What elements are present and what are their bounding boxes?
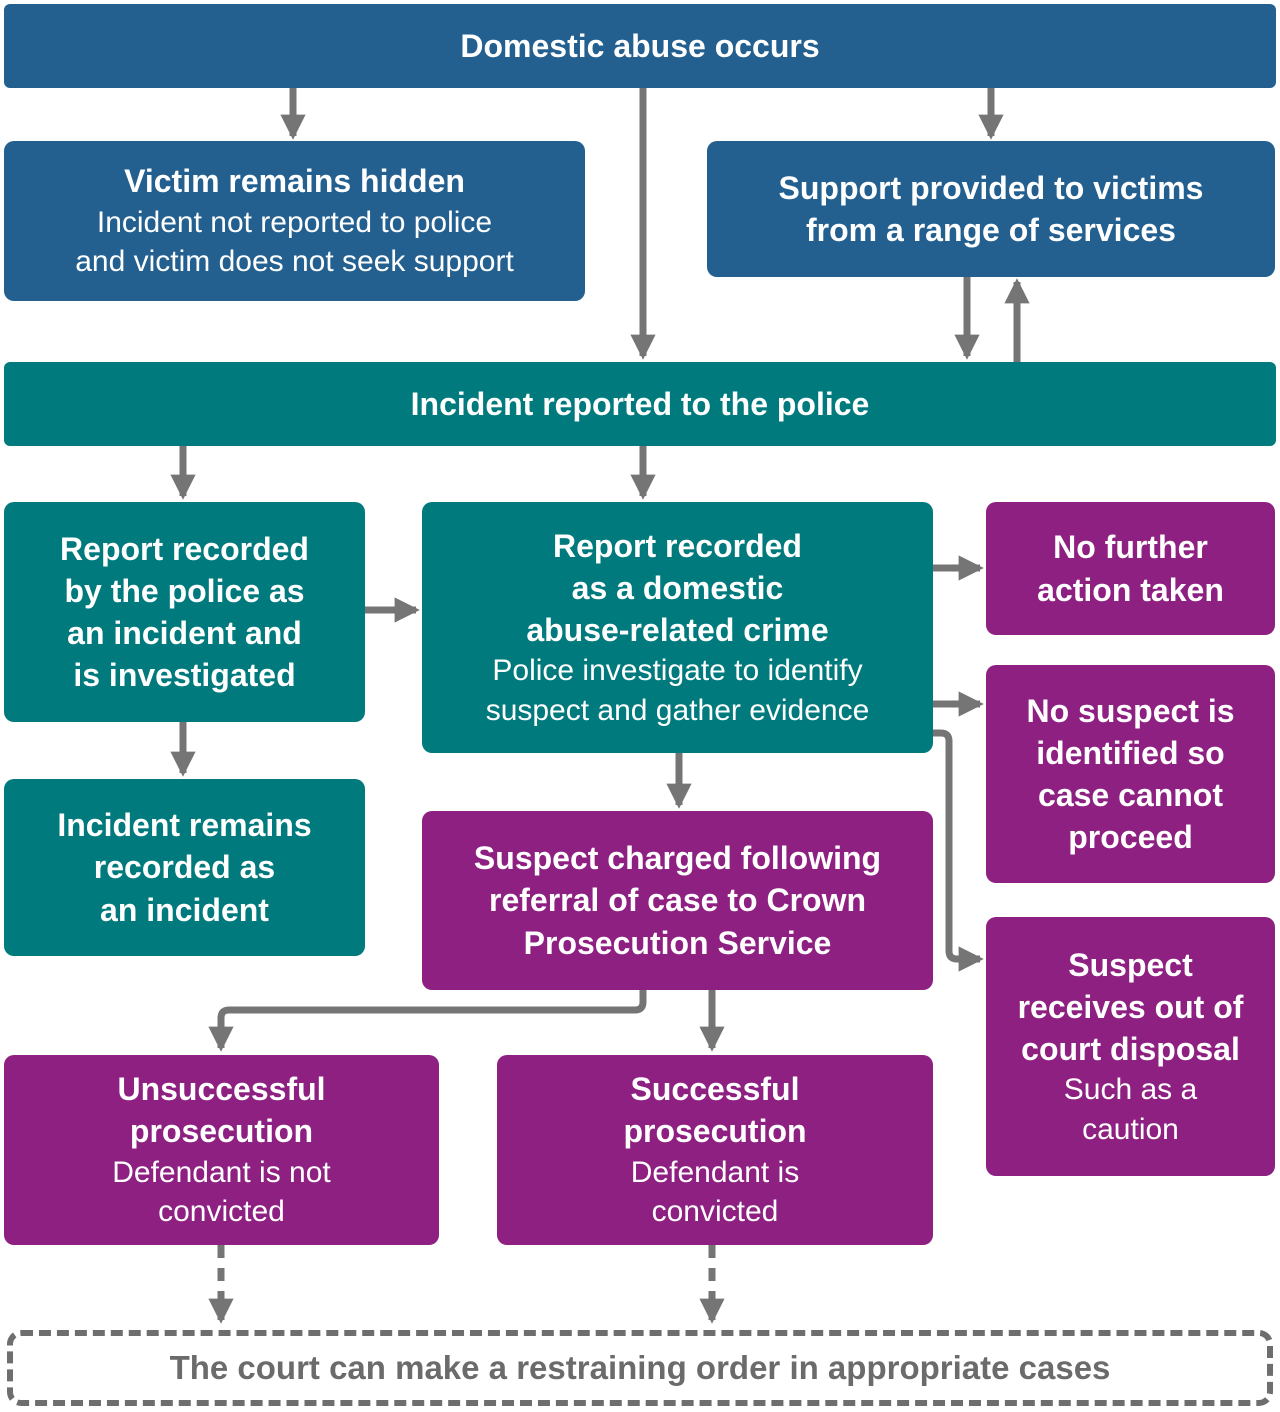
box-report-recorded-as-incident: Report recorded by the police as an inci…: [4, 502, 365, 722]
box-domestic-abuse-occurs: Domestic abuse occurs: [4, 4, 1276, 88]
box-successful-prosecution: Successful prosecution Defendant is conv…: [497, 1055, 933, 1245]
box-title: Report recorded as a domestic abuse-rela…: [526, 527, 829, 649]
arrow-crime-to-out-of-court: [933, 729, 984, 972]
box-title: No suspect is identified so case cannot …: [1026, 692, 1235, 856]
box-subtitle: Incident not reported to police and vict…: [75, 205, 514, 279]
box-subtitle: Defendant is convicted: [630, 1155, 800, 1229]
box-victim-remains-hidden: Victim remains hidden Incident not repor…: [4, 141, 585, 301]
box-no-suspect-identified: No suspect is identified so case cannot …: [986, 665, 1275, 883]
box-title: Report recorded by the police as an inci…: [60, 530, 309, 694]
box-incident-remains-recorded: Incident remains recorded as an incident: [4, 779, 365, 956]
box-incident-reported-to-police: Incident reported to the police: [4, 362, 1276, 446]
box-subtitle: Defendant is not convicted: [112, 1155, 331, 1229]
box-title: The court can make a restraining order i…: [169, 1349, 1111, 1387]
box-no-further-action: No further action taken: [986, 502, 1275, 635]
box-report-recorded-as-crime: Report recorded as a domestic abuse-rela…: [422, 502, 933, 753]
box-subtitle: Such as a caution: [1063, 1073, 1198, 1146]
box-support-provided: Support provided to victims from a range…: [707, 141, 1275, 277]
arrow-charged-to-unsuccessful: [208, 990, 647, 1052]
box-title: Suspect receives out of court disposal: [1017, 946, 1244, 1068]
box-out-of-court-disposal: Suspect receives out of court disposal S…: [986, 917, 1275, 1176]
box-suspect-charged: Suspect charged following referral of ca…: [422, 811, 933, 990]
box-title: Support provided to victims from a range…: [778, 169, 1204, 248]
box-title: Domestic abuse occurs: [460, 27, 820, 64]
box-unsuccessful-prosecution: Unsuccessful prosecution Defendant is no…: [4, 1055, 439, 1245]
box-title: Suspect charged following referral of ca…: [473, 840, 882, 961]
box-title: No further action taken: [1037, 529, 1224, 608]
box-subtitle: Police investigate to identify suspect a…: [485, 654, 870, 727]
box-title: Unsuccessful prosecution: [117, 1071, 326, 1150]
box-title: Incident reported to the police: [410, 385, 870, 422]
box-court-restraining-order: The court can make a restraining order i…: [7, 1330, 1273, 1406]
box-title: Successful prosecution: [623, 1071, 807, 1150]
box-title: Incident remains recorded as an incident: [57, 807, 312, 928]
box-title: Victim remains hidden: [124, 163, 465, 200]
